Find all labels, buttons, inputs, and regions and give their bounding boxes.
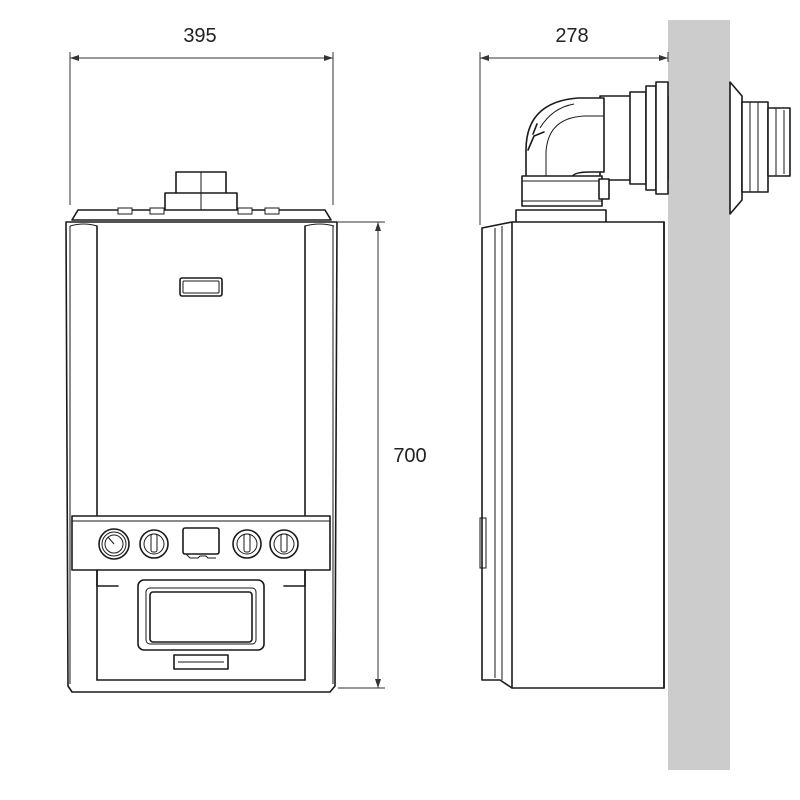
- width-label: 395: [183, 25, 216, 47]
- width-dimension: 395: [69, 25, 334, 205]
- wall: [668, 20, 730, 770]
- flue-elbow: [525, 97, 605, 179]
- side-casing: [481, 221, 665, 689]
- boiler-side-view: [479, 81, 791, 689]
- control-knob-icon: [269, 529, 299, 559]
- control-knob-icon: [232, 529, 262, 559]
- front-casing: [65, 221, 338, 693]
- height-label: 700: [393, 445, 426, 467]
- boiler-front-view: [65, 171, 338, 693]
- front-badge: [179, 277, 223, 297]
- flue-terminal: [729, 81, 743, 215]
- height-dimension: 700: [338, 221, 427, 689]
- depth-dimension: 278: [479, 25, 669, 225]
- control-knob-icon: [139, 529, 169, 559]
- display-icon: [182, 527, 220, 559]
- depth-label: 278: [555, 25, 588, 47]
- pressure-gauge-icon: [98, 528, 130, 560]
